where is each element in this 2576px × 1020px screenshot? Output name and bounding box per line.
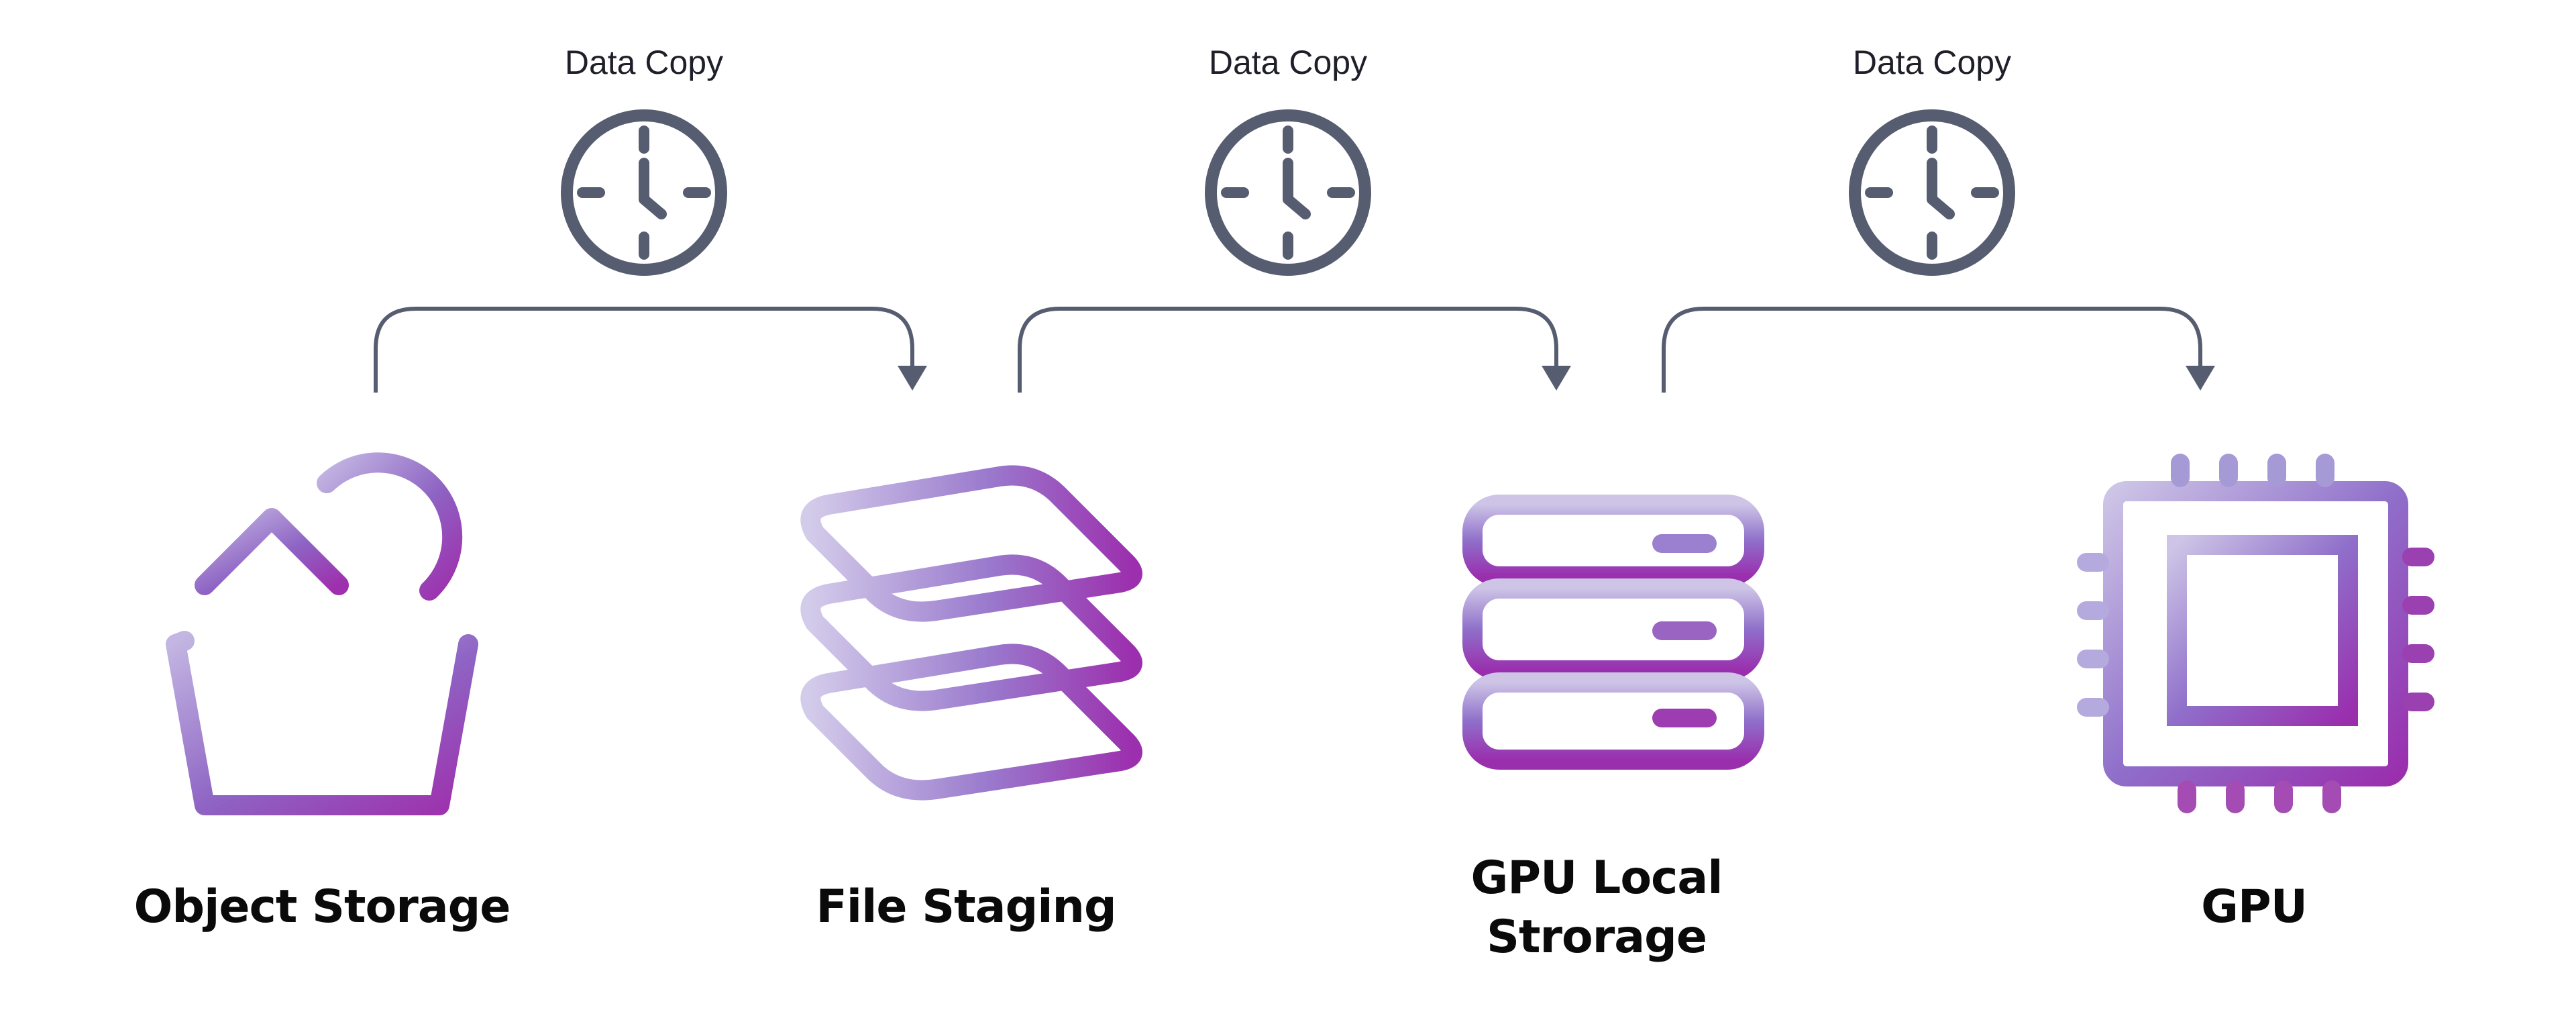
node-label-line: Strorage — [1487, 911, 1707, 964]
clock-icon — [1849, 109, 2015, 276]
node-label-line: GPU Local — [1470, 852, 1723, 905]
server-icon — [1462, 495, 1764, 770]
layers-icon — [800, 465, 1142, 801]
node-label-object-storage: Object Storage — [133, 880, 511, 933]
chip-icon — [2077, 454, 2434, 813]
connector-arrow — [1662, 307, 2215, 393]
bucket-icon — [166, 452, 478, 815]
node-label-gpu: GPU — [2201, 880, 2308, 933]
transfer-label: Data Copy — [564, 44, 724, 81]
node-label-file-staging: File Staging — [816, 880, 1116, 933]
node-label-gpu-local-storage: GPU Local Strorage — [1342, 849, 1851, 967]
connector-arrow — [374, 307, 927, 393]
connector-arrow — [1018, 307, 1571, 393]
clock-icon — [1205, 109, 1371, 276]
transfer-label: Data Copy — [1208, 44, 1368, 81]
transfer-label: Data Copy — [1852, 44, 2012, 81]
clock-icon — [561, 109, 727, 276]
